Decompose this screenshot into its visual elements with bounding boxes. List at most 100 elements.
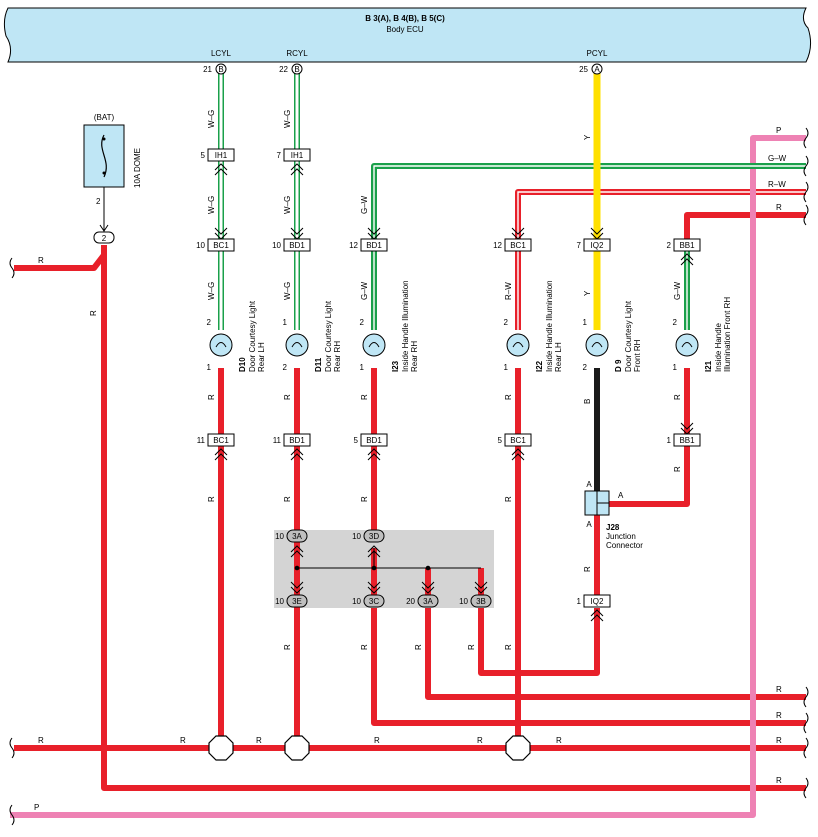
fuse-bat-label: (BAT) bbox=[94, 113, 115, 122]
svg-text:BD1: BD1 bbox=[289, 436, 305, 445]
svg-text:B: B bbox=[294, 65, 299, 74]
connectors: 5 IH1 7 IH1 10 BC1 10 BD1 12 BD1 bbox=[196, 148, 701, 622]
svg-text:1: 1 bbox=[673, 363, 678, 372]
svg-text:1: 1 bbox=[360, 363, 365, 372]
bulb-i21: 2 1 I21 Inside Handle Illumination Front… bbox=[673, 297, 732, 372]
ecu-pin-22: 22 B bbox=[279, 63, 303, 75]
svg-text:Rear LH: Rear LH bbox=[257, 342, 266, 372]
signal-rcyl: RCYL bbox=[286, 49, 308, 58]
svg-text:25: 25 bbox=[579, 65, 588, 74]
svg-text:R: R bbox=[283, 496, 292, 502]
svg-text:10: 10 bbox=[352, 597, 361, 606]
svg-text:1: 1 bbox=[283, 318, 288, 327]
splice-3b: 10 3B bbox=[459, 581, 492, 608]
svg-text:R: R bbox=[283, 394, 292, 400]
svg-text:A: A bbox=[594, 65, 600, 74]
svg-text:R: R bbox=[673, 466, 682, 472]
svg-text:2: 2 bbox=[207, 318, 212, 327]
svg-text:G–W: G–W bbox=[360, 195, 369, 214]
svg-text:Door Courtesy Light: Door Courtesy Light bbox=[624, 300, 633, 372]
svg-text:BC1: BC1 bbox=[213, 241, 229, 250]
svg-text:11: 11 bbox=[273, 436, 282, 445]
svg-text:5: 5 bbox=[201, 151, 206, 160]
splice-block: 10 3A 10 3D 10 3E 10 3C 20 3A bbox=[275, 529, 492, 608]
wire-labels: R R R R R R R R R R R R R P P G–W R–W W–… bbox=[34, 110, 787, 812]
svg-text:D10: D10 bbox=[238, 357, 247, 372]
svg-text:11: 11 bbox=[197, 436, 206, 445]
svg-text:Door Courtesy Light: Door Courtesy Light bbox=[248, 300, 257, 372]
svg-text:10: 10 bbox=[275, 597, 284, 606]
svg-text:R–W: R–W bbox=[768, 180, 786, 189]
bus-joints bbox=[208, 735, 531, 761]
svg-text:R: R bbox=[776, 736, 782, 745]
ecu-pins: 21 B 22 B 25 A bbox=[203, 63, 603, 75]
svg-text:Illumination Front RH: Illumination Front RH bbox=[723, 297, 732, 372]
fuse-pin: 2 bbox=[96, 197, 101, 206]
svg-text:R: R bbox=[776, 685, 782, 694]
svg-text:W–G: W–G bbox=[283, 110, 292, 128]
svg-text:W–G: W–G bbox=[283, 282, 292, 300]
connector-bd1-c: 11 BD1 bbox=[273, 433, 311, 461]
svg-text:20: 20 bbox=[406, 597, 415, 606]
svg-text:R: R bbox=[374, 736, 380, 745]
svg-text:Y: Y bbox=[583, 290, 592, 296]
svg-text:R: R bbox=[360, 644, 369, 650]
svg-text:1: 1 bbox=[504, 363, 509, 372]
connector-bb1-a: 2 BB1 bbox=[667, 238, 701, 266]
svg-text:R: R bbox=[673, 394, 682, 400]
svg-text:R: R bbox=[256, 736, 262, 745]
svg-text:3C: 3C bbox=[369, 597, 379, 606]
svg-text:1: 1 bbox=[583, 318, 588, 327]
connector-bc1-c: 11 BC1 bbox=[197, 433, 235, 461]
svg-text:A: A bbox=[618, 491, 624, 500]
connector-bc1-b: 12 BC1 bbox=[493, 227, 532, 252]
svg-text:G–W: G–W bbox=[360, 281, 369, 300]
splice-area bbox=[274, 530, 494, 608]
svg-text:1: 1 bbox=[667, 436, 672, 445]
joint-i22 bbox=[505, 735, 531, 761]
svg-text:P: P bbox=[34, 803, 39, 812]
joint-rcyl bbox=[284, 735, 310, 761]
svg-text:Rear LH: Rear LH bbox=[554, 342, 563, 372]
svg-text:R: R bbox=[776, 203, 782, 212]
svg-text:10: 10 bbox=[459, 597, 468, 606]
svg-text:D 9: D 9 bbox=[614, 359, 623, 372]
svg-text:BB1: BB1 bbox=[679, 436, 695, 445]
svg-text:Front RH: Front RH bbox=[633, 339, 642, 372]
wire-break-marks bbox=[9, 127, 809, 826]
svg-text:D11: D11 bbox=[314, 357, 323, 372]
ecu-pin-21: 21 B bbox=[203, 63, 227, 75]
svg-text:Rear RH: Rear RH bbox=[333, 341, 342, 372]
svg-text:2: 2 bbox=[667, 241, 672, 250]
svg-text:3A: 3A bbox=[423, 597, 433, 606]
svg-text:I22: I22 bbox=[535, 360, 544, 372]
svg-text:R: R bbox=[504, 496, 513, 502]
svg-text:2: 2 bbox=[504, 318, 509, 327]
splice-3a-bottom: 20 3A bbox=[406, 581, 439, 608]
svg-text:Y: Y bbox=[583, 134, 592, 140]
splice-3c: 10 3C bbox=[352, 581, 385, 608]
connector-ih1-a: 5 IH1 bbox=[201, 148, 235, 176]
svg-text:R: R bbox=[38, 736, 44, 745]
svg-text:R: R bbox=[583, 566, 592, 572]
svg-text:1: 1 bbox=[577, 597, 582, 606]
fuse-10a-dome: (BAT) 10A DOME 2 2 bbox=[83, 113, 142, 244]
svg-text:R: R bbox=[89, 310, 98, 316]
svg-text:Inside Handle Illumination: Inside Handle Illumination bbox=[401, 280, 410, 372]
svg-text:P: P bbox=[776, 126, 781, 135]
svg-text:Inside Handle Illumination: Inside Handle Illumination bbox=[545, 280, 554, 372]
bulb-i22: 2 1 I22 Inside Handle Illumination Rear … bbox=[504, 280, 563, 372]
svg-text:7: 7 bbox=[577, 241, 582, 250]
ecu-subtitle: Body ECU bbox=[386, 25, 424, 34]
svg-text:R: R bbox=[504, 644, 513, 650]
svg-text:BC1: BC1 bbox=[510, 436, 526, 445]
svg-text:Door Courtesy Light: Door Courtesy Light bbox=[324, 300, 333, 372]
svg-text:2: 2 bbox=[283, 363, 288, 372]
svg-text:J28: J28 bbox=[606, 523, 620, 532]
bulb-d11: 1 2 D11 Door Courtesy Light Rear RH bbox=[283, 300, 342, 372]
svg-text:G–W: G–W bbox=[673, 281, 682, 300]
svg-text:R: R bbox=[776, 711, 782, 720]
svg-text:10: 10 bbox=[275, 532, 284, 541]
svg-text:I21: I21 bbox=[704, 360, 713, 372]
